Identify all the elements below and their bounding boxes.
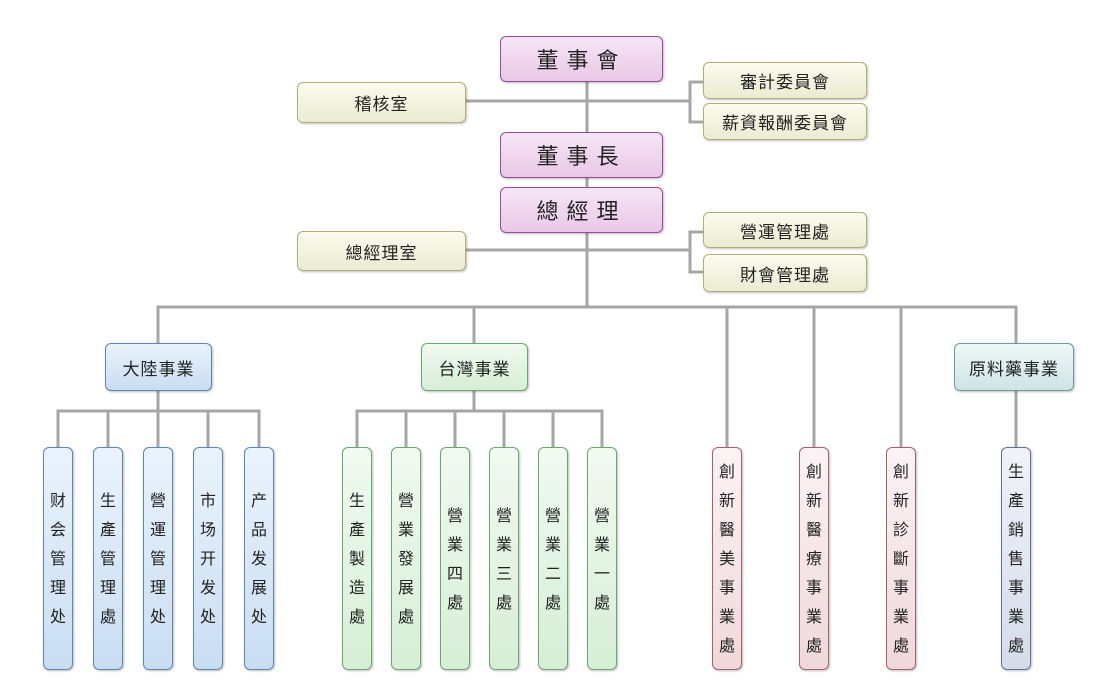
materials-division-node: 原料藥事業 xyxy=(954,343,1074,391)
innovation-units-node-2: 創新醫療事業處 xyxy=(799,447,829,670)
operations-mgmt-node: 營運管理處 xyxy=(703,212,867,248)
taiwan-units-node-1: 生產製造處 xyxy=(342,447,372,670)
materials-units-node-1: 生產銷售事業處 xyxy=(1001,447,1031,670)
finance-mgmt-node: 財會管理處 xyxy=(703,254,867,292)
compensation-committee-node: 薪資報酬委員會 xyxy=(703,103,867,140)
mainland-units-node-1: 财会管理处 xyxy=(43,447,73,670)
innovation-units-node-1: 創新醫美事業處 xyxy=(712,447,742,670)
taiwan-units-node-6: 營業一處 xyxy=(587,447,617,670)
president-office-node: 總經理室 xyxy=(297,231,466,271)
audit-committee-node: 審計委員會 xyxy=(703,62,867,99)
taiwan-division-node: 台灣事業 xyxy=(421,343,528,391)
president-node: 總經理 xyxy=(500,187,663,233)
taiwan-units-node-5: 營業二處 xyxy=(538,447,568,670)
mainland-units-node-2: 生產管理處 xyxy=(93,447,123,670)
taiwan-units-node-2: 營業發展處 xyxy=(391,447,421,670)
taiwan-units-node-4: 營業三處 xyxy=(489,447,519,670)
mainland-units-node-3: 營運管理处 xyxy=(143,447,173,670)
audit-office-node: 稽核室 xyxy=(297,82,466,123)
mainland-division-node: 大陸事業 xyxy=(105,343,212,391)
chairman-node: 董事長 xyxy=(500,132,663,178)
taiwan-units-node-3: 營業四處 xyxy=(440,447,470,670)
mainland-units-node-4: 市场开发处 xyxy=(193,447,223,670)
innovation-units-node-3: 創新診斷事業處 xyxy=(886,447,916,670)
mainland-units-node-5: 产品发展处 xyxy=(244,447,274,670)
board-node: 董事會 xyxy=(500,36,663,82)
